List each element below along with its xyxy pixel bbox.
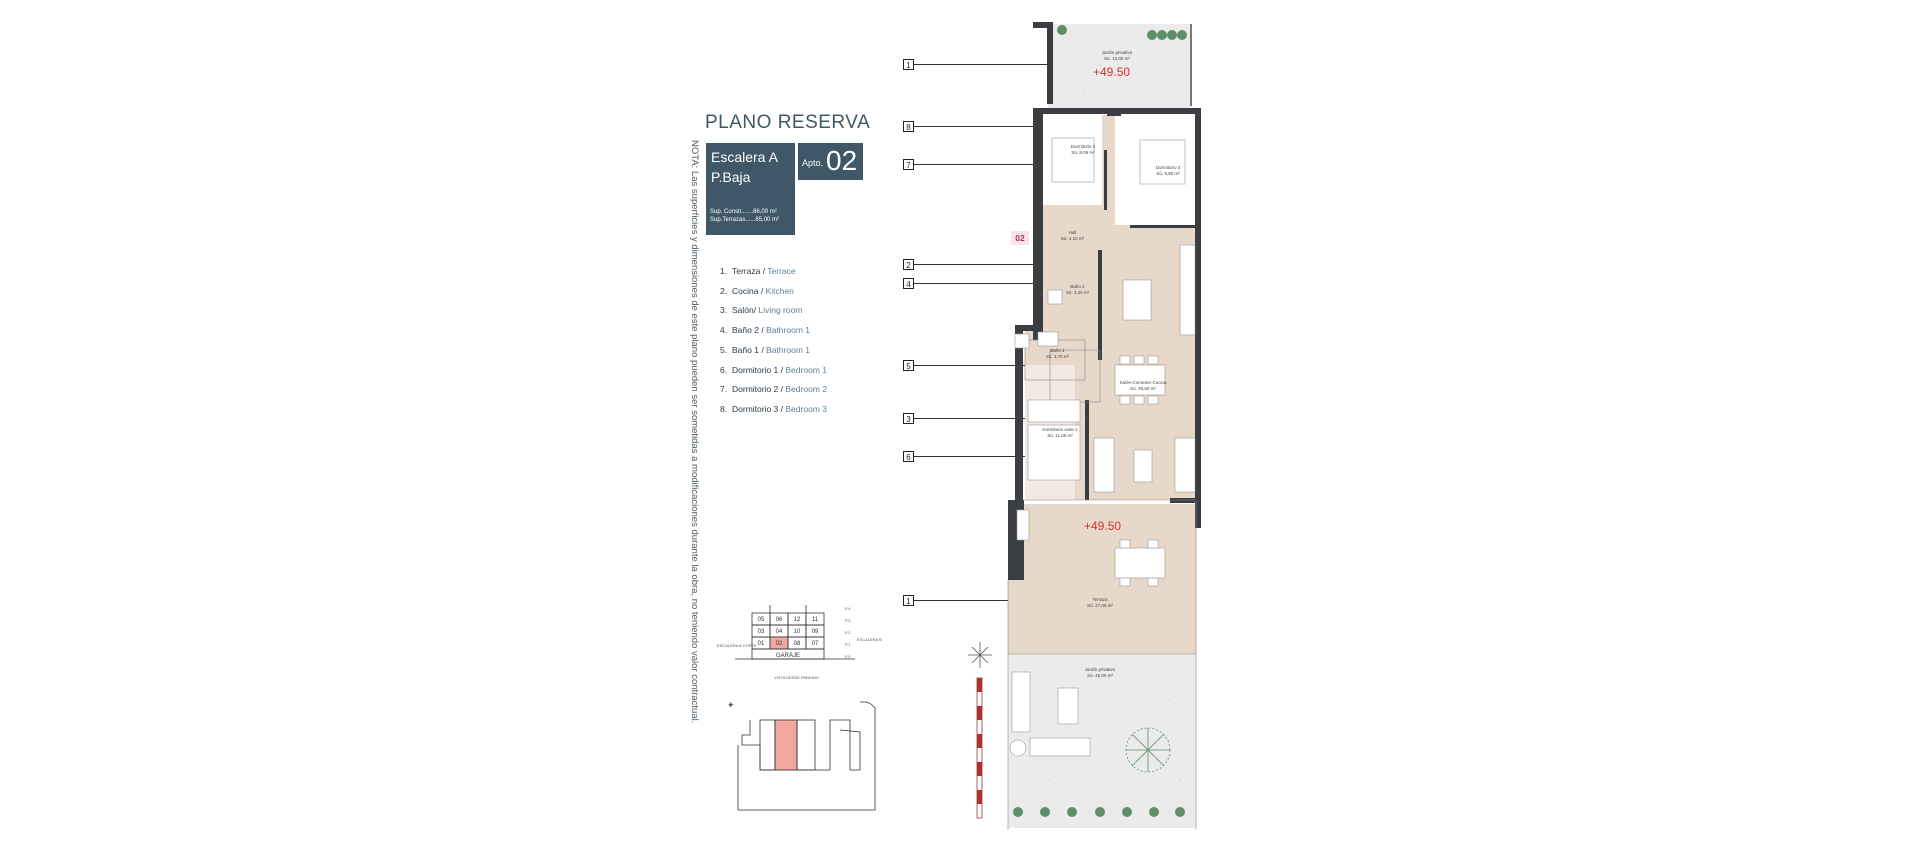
legend-item: 4.Baño 2 / Bathroom 1 bbox=[720, 325, 810, 336]
callout-4: 4 bbox=[903, 278, 914, 289]
disclaimer-text: NOTA: Las superficies y dimensiones de e… bbox=[689, 140, 700, 724]
keyplan-view-label: VISTA DESDE PARKING bbox=[774, 675, 819, 680]
callout-3: 3 bbox=[903, 413, 914, 424]
keyplan-unit: 07 bbox=[812, 641, 819, 647]
site-plan-keyplan: ✦ bbox=[727, 700, 876, 811]
apartment-floor-plan bbox=[1007, 22, 1201, 830]
apartment-number: 02 bbox=[826, 145, 858, 176]
legend-item: 3.Salón/ Living room bbox=[720, 305, 803, 316]
keyplan-unit: 06 bbox=[776, 617, 783, 623]
callout-1-bottom: 1 bbox=[903, 595, 914, 606]
callout-7: 7 bbox=[903, 159, 914, 170]
svg-text:P.1: P.1 bbox=[845, 642, 851, 647]
apartment-label: Apto. bbox=[802, 158, 824, 168]
leader-line bbox=[914, 456, 1050, 457]
leader-line bbox=[914, 164, 1078, 165]
legend-item: 5.Baño 1 / Bathroom 1 bbox=[720, 344, 810, 355]
stair-label: Escalera A bbox=[711, 149, 778, 165]
legend-item: 2.Cocina / Kitchen bbox=[720, 285, 794, 296]
leader-line bbox=[914, 365, 1042, 366]
floor-label: P.Baja bbox=[711, 169, 751, 185]
leader-line bbox=[914, 283, 1034, 284]
svg-text:P.3: P.3 bbox=[845, 618, 851, 623]
terrace-surface: Sup.Terrazas......85,00 m² bbox=[710, 217, 780, 223]
apartment-box: Apto. 02 bbox=[798, 143, 863, 180]
legend-item: 8.Dormitorio 3 / Bedroom 3 bbox=[720, 403, 827, 414]
keyplan-right-label: ESCALERA B bbox=[857, 637, 882, 642]
callout-1-top: 1 bbox=[903, 59, 914, 70]
legend-item: 6.Dormitorio 1 / Bedroom 1 bbox=[720, 364, 827, 375]
keyplan-unit: 05 bbox=[758, 617, 765, 623]
svg-text:P.0: P.0 bbox=[845, 654, 851, 659]
room-legend: 1.Terraza / Terrace 2.Cocina / Kitchen 3… bbox=[720, 262, 827, 420]
top-garden bbox=[1048, 24, 1190, 110]
stair-info-box: Escalera A P.Baja Sup. Constr.......86,0… bbox=[706, 143, 795, 235]
keyplan-unit: 12 bbox=[794, 617, 801, 623]
callout-5: 5 bbox=[903, 360, 914, 371]
svg-text:P.2: P.2 bbox=[845, 630, 851, 635]
level-mark-top: +49.50 bbox=[1093, 65, 1131, 79]
callout-8: 8 bbox=[903, 121, 914, 132]
keyplan-garage: GARAJE bbox=[776, 653, 800, 659]
leader-line bbox=[914, 64, 1088, 65]
callout-2: 2 bbox=[903, 259, 914, 270]
keyplan-unit: 04 bbox=[776, 629, 783, 635]
plan-title: PLANO RESERVA bbox=[705, 112, 871, 133]
keyplan-left-label: ESCALERA A CORTE bbox=[717, 643, 757, 648]
keyplan-unit: 01 bbox=[758, 641, 765, 647]
keyplan-unit: 10 bbox=[794, 629, 801, 635]
apartment-tag: 02 bbox=[1011, 231, 1029, 245]
callout-6: 6 bbox=[903, 451, 914, 462]
garden-tree bbox=[1125, 727, 1171, 773]
legend-item: 7.Dormitorio 2 / Bedroom 2 bbox=[720, 384, 827, 395]
keyplan-unit-highlight: 02 bbox=[776, 641, 783, 647]
leader-line bbox=[914, 600, 1098, 601]
legend-item: 1.Terraza / Terrace bbox=[720, 266, 796, 276]
terrace-floor bbox=[1008, 504, 1196, 654]
building-section-keyplan: 05 06 12 11 03 04 10 09 01 02 08 07 GARAJE P.4P.3… bbox=[717, 605, 882, 680]
keyplan-unit: 08 bbox=[794, 641, 801, 647]
keyplan-unit: 03 bbox=[758, 629, 765, 635]
walls bbox=[1008, 22, 1201, 580]
disclaimer-note: NOTA: Las superficies y dimensiones de e… bbox=[686, 140, 702, 724]
keyplan-unit: 11 bbox=[812, 617, 819, 623]
built-surface: Sup. Constr.......86,00 m² bbox=[710, 209, 777, 215]
north-arrow-scale bbox=[968, 642, 992, 819]
svg-text:✦: ✦ bbox=[727, 700, 735, 710]
svg-text:P.4: P.4 bbox=[845, 606, 851, 611]
level-mark-bottom: +49.50 bbox=[1084, 519, 1122, 533]
keyplan-unit: 09 bbox=[812, 629, 819, 635]
